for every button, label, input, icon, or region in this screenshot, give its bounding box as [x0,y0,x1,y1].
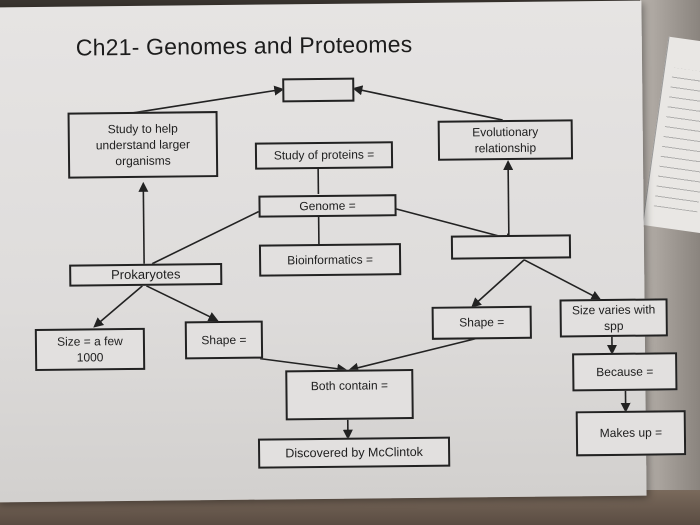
makes-up-box: Makes up = [575,410,687,457]
connector-lines [93,85,631,440]
right-blank-box [450,234,572,260]
study-of-proteins-box: Study of proteins = [254,141,394,170]
arrow-right-shape [471,259,525,308]
discovered-by-mcclintok-box: Discovered by McClintok [257,436,451,469]
size-varies-box: Size varies with spp [559,298,668,338]
genome-box: Genome = [258,194,397,218]
arrow-prokaryotes-to-larger [138,181,149,264]
prokaryotes-box: Prokaryotes [69,263,223,287]
arrow-right-size [523,259,602,300]
arrow-shapeleft-both [260,357,348,374]
shape-left-box: Shape = [184,320,264,360]
line-genome-prokaryotes [151,210,259,265]
worksheet: Ch21- Genomes and Proteomes [0,0,687,503]
arrow-larger-to-top [132,85,285,114]
shape-right-box: Shape = [431,305,532,340]
top-blank-box [282,77,355,103]
arrow-prokaryotes-size [93,285,143,328]
both-contain-box: Both contain = [285,369,414,421]
evolutionary-relationship-box: Evolutionary relationship [437,119,574,161]
because-box: Because = [572,352,678,392]
arrow-evolution-to-top [352,85,503,121]
arrow-shaperight-both [348,337,478,373]
arrow-right-to-evolution [503,160,514,236]
size-few-thousand-box: Size = a few 1000 [34,327,146,371]
study-larger-organisms-box: Study to help understand larger organism… [67,111,219,179]
arrow-prokaryotes-shape [145,285,219,322]
bioinformatics-box: Bioinformatics = [258,243,402,277]
